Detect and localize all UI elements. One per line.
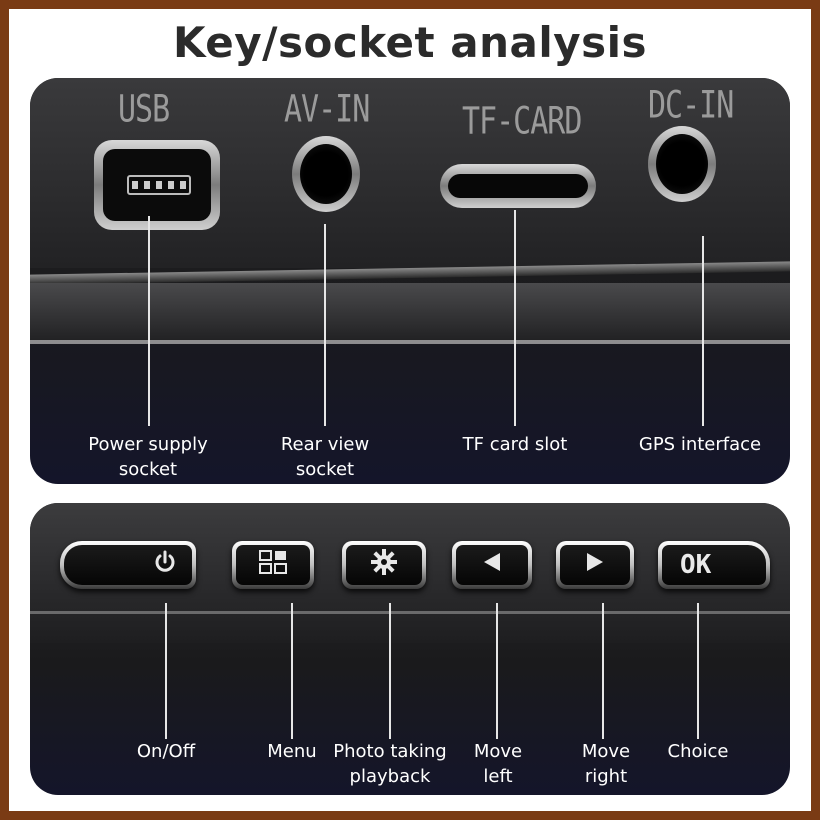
caption-menu: Menu [252,739,332,764]
callout-line-move-right [602,603,604,739]
menu-grid-icon [258,549,288,582]
dc-in-hole [656,134,708,194]
caption-line: Photo taking [333,741,447,762]
power-button[interactable] [60,541,196,589]
caption-line: On/Off [136,741,196,762]
av-in-hole [300,144,352,204]
av-in-socket[interactable] [292,136,360,212]
caption-move-right: Move right [574,739,638,789]
caption-line: right [584,766,628,787]
page-title: Key/socket analysis [172,18,647,67]
triangle-right-icon [583,550,607,581]
caption-line: Move [581,741,631,762]
caption-rear-view-socket: Rear view socket [266,432,384,482]
power-button-face [64,545,192,585]
move-right-button-face [560,545,630,585]
caption-line: Power supply [88,434,208,455]
callout-line-photo [389,603,391,739]
caption-line: GPS interface [638,434,762,455]
caption-move-left: Move left [466,739,530,789]
power-icon [152,549,178,582]
callout-line-rear-view [324,224,326,426]
usb-pins [127,175,191,195]
usb-label: USB [118,87,170,132]
ok-button-label: OK [680,550,712,580]
tf-card-slot[interactable] [440,164,596,208]
caption-line: socket [118,459,178,480]
ok-button-face: OK [662,545,766,585]
move-right-button[interactable] [556,541,634,589]
caption-choice: Choice [656,739,740,764]
callout-line-power-supply [148,216,150,426]
tf-card-slot-opening [448,174,588,198]
menu-button[interactable] [232,541,314,589]
caption-line: left [483,766,513,787]
caption-line: TF card slot [462,434,568,455]
dc-in-socket[interactable] [648,126,716,202]
socket-panel: USB AV-IN TF-CARD DC-IN Power supply so [30,78,790,484]
caption-line: Move [473,741,523,762]
caption-line: playback [349,766,431,787]
key-panel: OK On/Off Menu Photo taking playback Mov… [30,503,790,795]
caption-gps-interface: GPS interface [630,432,770,457]
caption-line: Rear view [280,434,370,455]
usb-socket[interactable] [94,140,220,230]
callout-line-on-off [165,603,167,739]
menu-button-face [236,545,310,585]
caption-tf-card-slot: TF card slot [450,432,580,457]
caption-power-supply-socket: Power supply socket [74,432,222,482]
callout-line-choice [697,603,699,739]
caption-photo-taking-playback: Photo taking playback [328,739,452,789]
callout-line-tf-card [514,210,516,426]
av-in-label: AV-IN [284,87,370,132]
ok-button[interactable]: OK [658,541,770,589]
triangle-left-icon [480,550,504,581]
move-left-button[interactable] [452,541,532,589]
tf-card-label: TF-CARD [462,99,582,144]
dc-in-label: DC-IN [648,83,734,128]
callout-line-move-left [496,603,498,739]
caption-line: socket [295,459,355,480]
caption-line: Choice [667,741,729,762]
photo-playback-button-face [346,545,422,585]
gear-icon [370,548,398,583]
key-panel-chrome-strip [30,611,790,614]
caption-line: Menu [267,741,317,762]
callout-line-menu [291,603,293,739]
callout-line-gps [702,236,704,426]
device-body-lower [30,283,790,343]
move-left-button-face [456,545,528,585]
device-chrome-strip [30,340,790,344]
usb-socket-inner [103,149,211,221]
caption-on-off: On/Off [126,739,206,764]
photo-playback-button[interactable] [342,541,426,589]
